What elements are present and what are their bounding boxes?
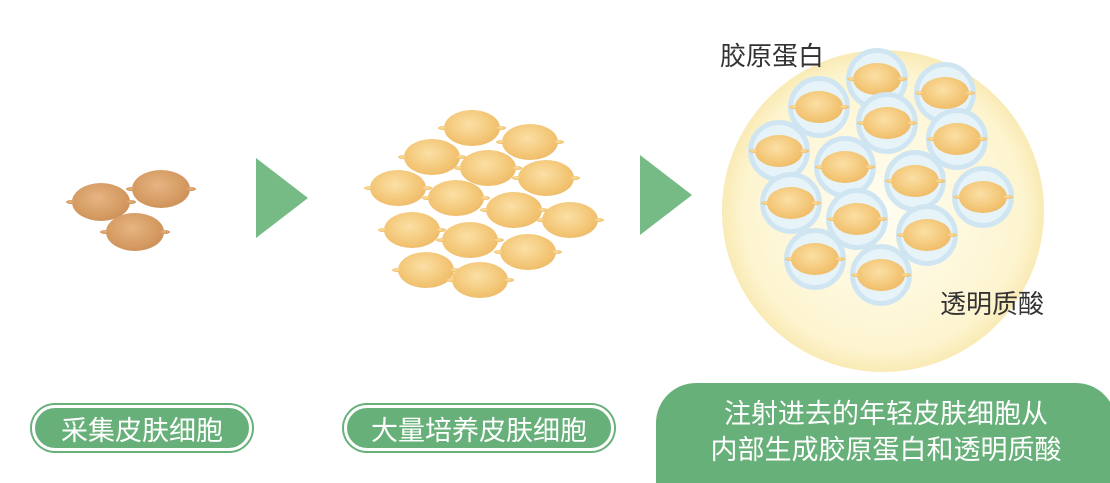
skin-cell (827, 203, 887, 235)
encapsulated-cell (884, 150, 946, 212)
arrow-right-icon (256, 158, 308, 238)
skin-cell (454, 150, 522, 186)
skin-cell (66, 183, 136, 221)
encapsulated-cell (748, 120, 810, 182)
arrow-right-icon (640, 155, 692, 235)
encapsulated-cell (850, 244, 912, 306)
skin-cell (364, 170, 432, 206)
step-collect-label: 采集皮肤细胞 (32, 405, 252, 451)
skin-cell (857, 107, 917, 139)
result-line-1: 注射进去的年轻皮肤细胞从 (724, 399, 1048, 430)
skin-cell (927, 123, 987, 155)
skin-cell (749, 135, 809, 167)
skin-cell (897, 219, 957, 251)
encapsulated-cell (856, 92, 918, 154)
encapsulated-cell (952, 166, 1014, 228)
skin-cell (815, 151, 875, 183)
skin-cell (422, 180, 490, 216)
skin-cell (446, 262, 514, 298)
skin-cell (398, 139, 466, 175)
skin-cell (536, 202, 604, 238)
skin-cell (847, 63, 907, 95)
skin-cell (126, 170, 196, 208)
step-culture-label: 大量培养皮肤细胞 (344, 405, 614, 451)
skin-cell (785, 243, 845, 275)
encapsulated-cell (896, 204, 958, 266)
diagram-stage: 胶原蛋白 透明质酸 采集皮肤细胞 大量培养皮肤细胞 注射进去的年轻皮肤细胞从 内… (32, 42, 1110, 483)
skin-cell (851, 259, 911, 291)
skin-cell (885, 165, 945, 197)
skin-cell (392, 252, 460, 288)
skin-cell (436, 222, 504, 258)
encapsulated-cell (760, 172, 822, 234)
result-line-2: 内部生成胶原蛋白和透明质酸 (710, 435, 1062, 466)
skin-cell (494, 234, 562, 270)
skin-cell (100, 213, 170, 251)
skin-cell (378, 212, 446, 248)
skin-cell (789, 91, 849, 123)
collagen-label: 胶原蛋白 (720, 42, 825, 72)
step-collect-text: 采集皮肤细胞 (61, 415, 223, 447)
step-result-label: 注射进去的年轻皮肤细胞从 内部生成胶原蛋白和透明质酸 (656, 383, 1110, 483)
skin-cell (512, 160, 580, 196)
skin-cell (496, 124, 564, 160)
encapsulated-cell (784, 228, 846, 290)
skin-cell (480, 192, 548, 228)
skin-cell (438, 110, 506, 146)
step-culture-text: 大量培养皮肤细胞 (371, 415, 587, 447)
skin-cell (761, 187, 821, 219)
hyaluronic-acid-label: 透明质酸 (940, 290, 1045, 320)
skin-cell (953, 181, 1013, 213)
skin-cell (915, 77, 975, 109)
